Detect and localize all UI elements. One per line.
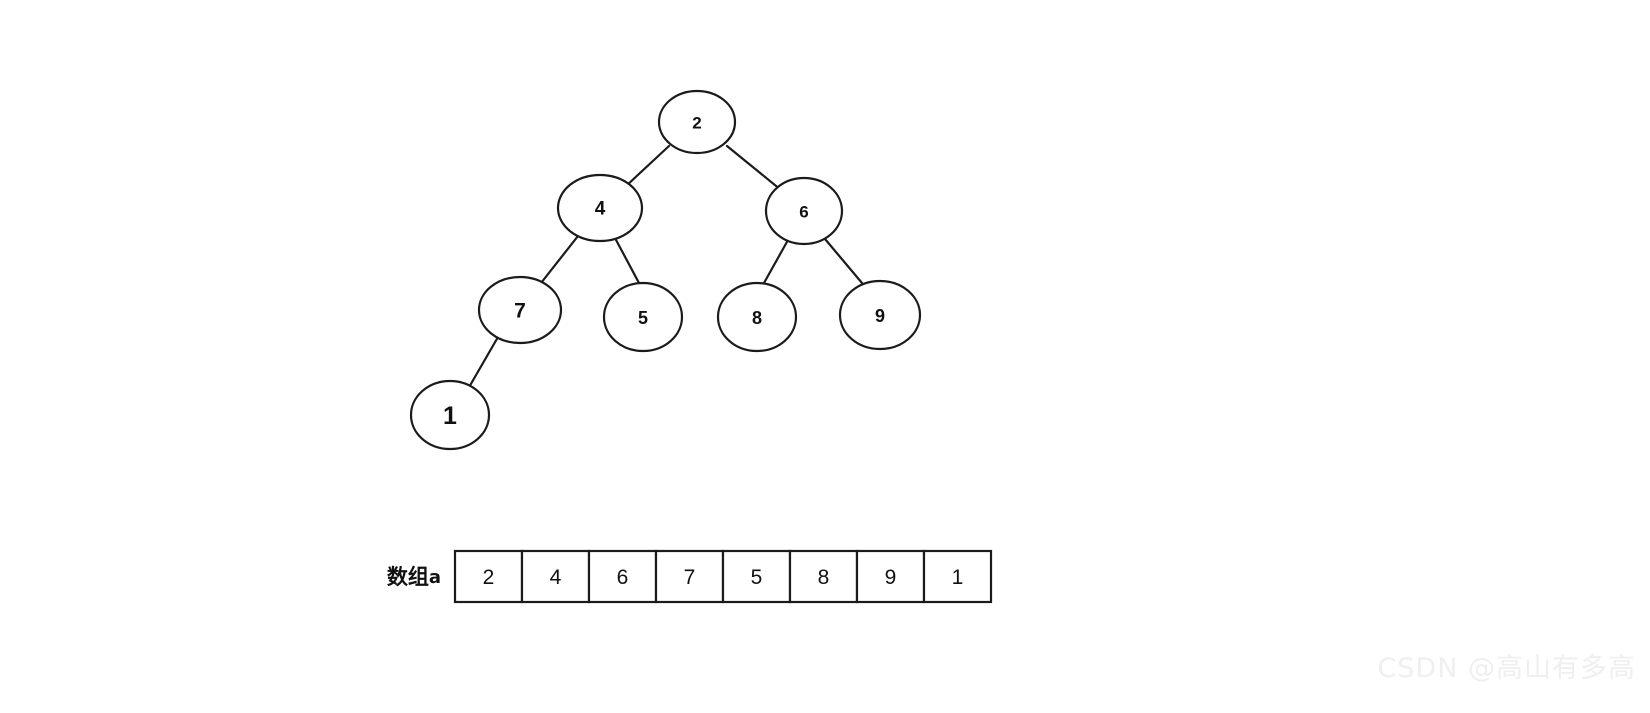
array-cell-value-0: 2 xyxy=(483,566,495,589)
tree-node-2[interactable]: 2 xyxy=(657,89,737,155)
tree-node-circle-9 xyxy=(838,279,922,351)
array-cell-value-6: 9 xyxy=(885,566,897,589)
tree-node-circle-4 xyxy=(556,173,644,243)
tree-node-5[interactable]: 5 xyxy=(602,281,684,353)
array-cell-value-3: 7 xyxy=(684,566,696,589)
tree-edge-n6-to-n9 xyxy=(823,237,864,285)
tree-edges-group xyxy=(466,144,864,391)
tree-node-circle-5 xyxy=(602,281,684,353)
tree-edge-n6-to-n8 xyxy=(762,238,790,285)
array-label: 数组a xyxy=(387,565,441,589)
csdn-watermark: CSDN @高山有多高 xyxy=(1377,653,1636,684)
array-cell-7[interactable]: 1 xyxy=(922,549,993,604)
array-cell-box-6 xyxy=(855,549,926,604)
array-cell-5[interactable]: 8 xyxy=(788,549,859,604)
array-cell-0[interactable]: 2 xyxy=(453,549,524,604)
array-cell-value-7: 1 xyxy=(952,566,964,589)
array-cell-value-5: 8 xyxy=(818,566,830,589)
array-cell-box-0 xyxy=(453,549,524,604)
tree-node-1[interactable]: 1 xyxy=(409,379,491,451)
tree-node-6[interactable]: 6 xyxy=(764,176,844,246)
tree-node-label-5: 5 xyxy=(638,308,648,328)
array-cell-box-2 xyxy=(587,549,658,604)
array-cell-2[interactable]: 6 xyxy=(587,549,658,604)
tree-node-label-4: 4 xyxy=(595,199,606,220)
tree-edge-n4-to-n7 xyxy=(539,234,580,285)
array-cell-6[interactable]: 9 xyxy=(855,549,926,604)
tree-node-label-1: 1 xyxy=(443,402,457,430)
tree-node-label-7: 7 xyxy=(514,300,526,323)
array-cell-box-4 xyxy=(721,549,792,604)
tree-node-9[interactable]: 9 xyxy=(838,279,922,351)
array-cell-value-1: 4 xyxy=(550,566,562,589)
tree-edge-n4-to-n5 xyxy=(613,236,641,285)
tree-nodes-group: 2 4 6 7 5 8 9 1 xyxy=(409,89,922,451)
array-label-suffix: a xyxy=(429,567,441,588)
array-graphic-group: 数组a 2 4 6 7 5 8 9 1 xyxy=(387,549,993,604)
tree-edge-n2-to-n4 xyxy=(623,144,671,189)
tree-node-label-8: 8 xyxy=(752,308,762,328)
array-cell-value-2: 6 xyxy=(617,566,629,589)
tree-node-circle-1 xyxy=(409,379,491,451)
tree-node-label-2: 2 xyxy=(692,114,701,133)
tree-node-label-6: 6 xyxy=(799,203,808,222)
tree-node-4[interactable]: 4 xyxy=(556,173,644,243)
tree-node-circle-7 xyxy=(477,275,563,345)
array-cell-box-7 xyxy=(922,549,993,604)
array-cell-value-4: 5 xyxy=(751,566,763,589)
array-cell-4[interactable]: 5 xyxy=(721,549,792,604)
tree-node-8[interactable]: 8 xyxy=(716,281,798,353)
tree-edge-n2-to-n6 xyxy=(725,144,783,192)
tree-node-circle-6 xyxy=(764,176,844,246)
tree-node-label-9: 9 xyxy=(875,306,885,326)
array-cell-3[interactable]: 7 xyxy=(654,549,725,604)
tree-edge-n7-to-n1 xyxy=(466,335,500,391)
tree-node-circle-2 xyxy=(657,89,737,155)
tree-node-7[interactable]: 7 xyxy=(477,275,563,345)
array-cell-1[interactable]: 4 xyxy=(520,549,591,604)
tree-node-circle-8 xyxy=(716,281,798,353)
